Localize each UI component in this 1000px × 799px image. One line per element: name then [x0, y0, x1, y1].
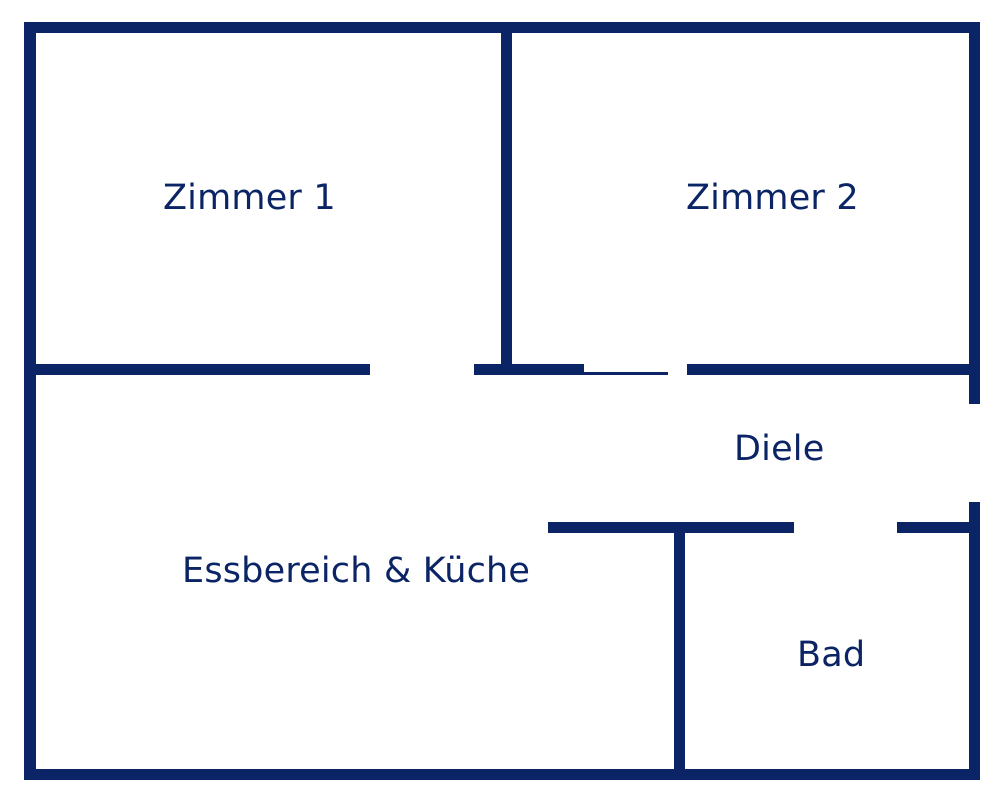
- room-label-zimmer-2: Zimmer 2: [686, 178, 859, 218]
- wall-zimmer-1-bottom: [24, 364, 370, 375]
- room-label-essbereich-kueche: Essbereich & Küche: [182, 551, 531, 591]
- wall-zimmer-2-bottom-right: [687, 364, 980, 375]
- wall-diele-kitchen: [548, 522, 794, 533]
- door-sliver-zimmer-2: [584, 372, 668, 375]
- room-label-diele: Diele: [734, 429, 825, 469]
- room-label-bad: Bad: [797, 635, 866, 675]
- wall-bad-left: [674, 522, 685, 780]
- wall-zimmer-1-2: [501, 22, 512, 375]
- outer-wall-bottom: [24, 769, 980, 780]
- room-label-zimmer-1: Zimmer 1: [163, 178, 336, 218]
- wall-bad-top-right: [897, 522, 980, 533]
- wall-zimmer-2-bottom-left: [474, 364, 584, 375]
- outer-wall-right-upper: [969, 22, 980, 404]
- outer-wall-left: [24, 22, 36, 780]
- outer-wall-right-lower: [969, 502, 980, 780]
